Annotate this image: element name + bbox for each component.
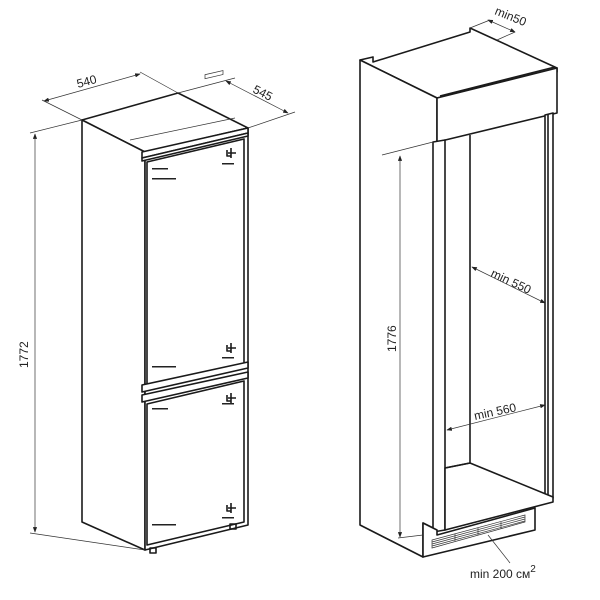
middle-trim — [141, 361, 249, 393]
cabinet-depth-label: min 550 — [489, 266, 534, 297]
vent-area-label: min 200 см2 — [470, 564, 536, 581]
fridge-width-label: 540 — [75, 72, 98, 91]
cabinet-right-post — [544, 112, 554, 501]
fridge-height-label: 1772 — [17, 341, 31, 368]
fridge-depth-label: 545 — [251, 82, 275, 104]
lower-door — [146, 380, 245, 546]
ventilation-grille — [431, 514, 526, 549]
cabinet-plinth — [422, 507, 536, 558]
cabinet-left-post — [432, 139, 446, 533]
top-gap-label: min50 — [493, 4, 529, 29]
cabinet-top-beam — [436, 67, 558, 143]
fridge — [81, 70, 249, 554]
cabinet-side — [359, 59, 438, 558]
hinge-icon — [226, 148, 236, 513]
cabinet-height-label: 1776 — [385, 325, 399, 352]
cabinet-width-label: min 560 — [473, 400, 518, 423]
mounting-holes — [152, 163, 234, 526]
fridge-side — [81, 119, 146, 551]
